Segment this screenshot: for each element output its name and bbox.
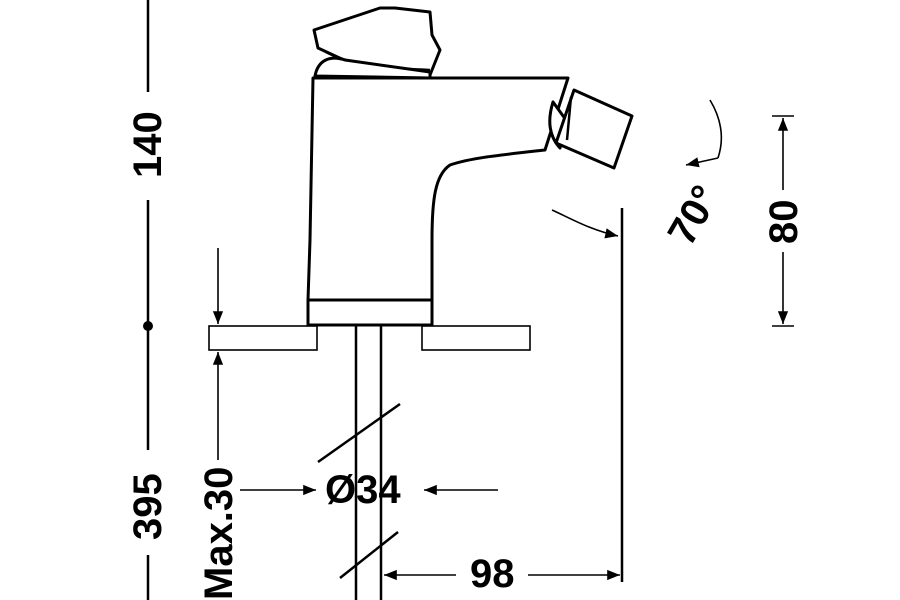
break-line-lower	[339, 531, 399, 579]
reach-dimension	[384, 208, 624, 582]
dim-diameter: Ø34	[325, 468, 401, 512]
height-dimension-line	[143, 0, 153, 600]
body-and-spout	[306, 76, 570, 302]
dim-reach: 98	[470, 552, 515, 596]
break-line-upper	[317, 402, 401, 464]
nozzle	[554, 88, 634, 170]
dim-deck-thickness: Max.30	[197, 467, 241, 600]
deck-slab	[208, 325, 531, 351]
faucet-body	[306, 6, 634, 600]
dim-nozzle-height: 80	[762, 200, 806, 245]
angle-dimension	[551, 99, 723, 239]
dim-height-upper: 140	[126, 111, 170, 178]
dim-nozzle-angle: 70°	[660, 178, 728, 252]
dimension-point	[143, 321, 153, 331]
base-collar	[306, 298, 434, 327]
dim-height-total: 395	[126, 473, 170, 540]
handle-cap	[313, 56, 432, 80]
nozzle-height-dimension	[772, 115, 794, 327]
